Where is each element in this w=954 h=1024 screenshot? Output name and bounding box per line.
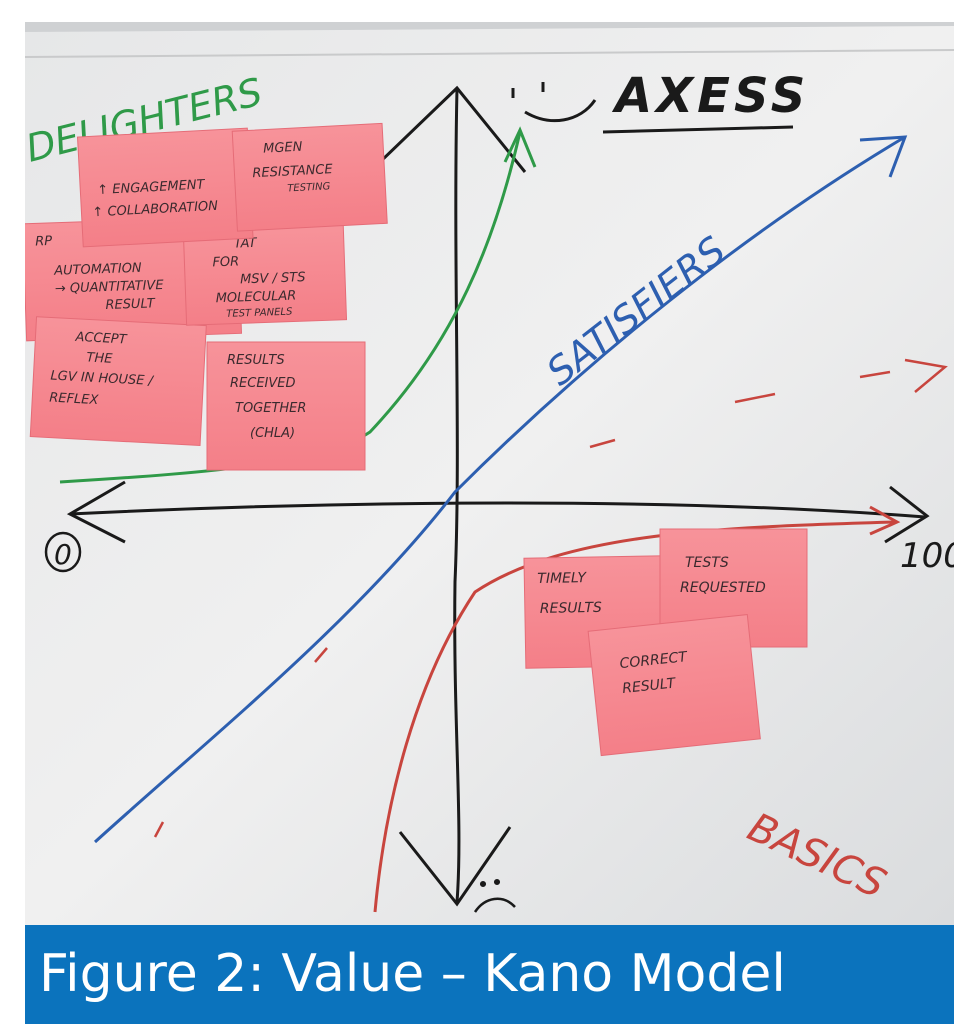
svg-text:RESULTS RECEIVED T: RESULTS RECEIVED TOGETHER (CHLA) bbox=[227, 353, 311, 441]
kano-board: AXESS DELIGHTERS SATISFIERS BASICS 0 100… bbox=[25, 22, 954, 925]
delighters-arrow bbox=[503, 126, 537, 168]
red-dash-6 bbox=[153, 821, 165, 838]
svg-text:TIMELY RESULTS: TIMELY RESULTS bbox=[537, 570, 602, 617]
svg-text:TESTS REQUESTED: TESTS REQUESTED bbox=[680, 555, 766, 596]
red-dash-4 bbox=[589, 438, 616, 449]
board-title: AXESS bbox=[611, 68, 809, 124]
x-axis-line bbox=[69, 501, 926, 519]
svg-text:MGEN RESISTANCE TE: MGEN RESISTANCE TESTING bbox=[251, 138, 338, 196]
basics-curve bbox=[373, 520, 896, 913]
smiley-face-icon bbox=[511, 82, 597, 123]
y-axis-line bbox=[453, 87, 461, 903]
red-dash-2 bbox=[859, 370, 891, 379]
svg-text:ACCEPT THE LGV IN: ACCEPT THE LGV IN HOUSE / REFLEX bbox=[49, 329, 160, 411]
figure-caption: Figure 2: Value – Kano Model bbox=[39, 944, 786, 1004]
caption-bar: Figure 2: Value – Kano Model bbox=[25, 925, 954, 1024]
x-axis-arrow-right bbox=[884, 485, 930, 544]
sticky-note-mgen: MGEN RESISTANCE TESTING bbox=[231, 122, 388, 232]
red-dash-5 bbox=[314, 647, 328, 663]
svg-text:RP AUTOMATION → QU: RP AUTOMATION → QUANTITATIVE RESULT bbox=[35, 230, 169, 316]
zero-label: 0 bbox=[44, 531, 82, 573]
svg-text:↑ ENGAGEMENT ↑ COLLABORA: ↑ ENGAGEMENT ↑ COLLABORATION bbox=[91, 177, 219, 221]
satisfiers-line bbox=[93, 135, 906, 844]
y-axis-arrow-top bbox=[378, 85, 527, 173]
hundred-percent-label: 100% bbox=[900, 536, 954, 576]
basics-arrow bbox=[869, 505, 901, 536]
sticky-note-engagement: ↑ ENGAGEMENT ↑ COLLABORATION bbox=[76, 127, 254, 248]
red-dash-3 bbox=[734, 392, 776, 404]
paper-fold-line bbox=[25, 49, 954, 58]
red-dash-1 bbox=[904, 358, 948, 393]
title-underline bbox=[602, 125, 794, 134]
svg-text:0: 0 bbox=[54, 538, 72, 571]
y-axis-arrow-bottom bbox=[398, 826, 512, 907]
satisfiers-arrow bbox=[859, 135, 908, 178]
delighters-curve bbox=[59, 131, 522, 484]
x-axis-arrow-left bbox=[66, 480, 126, 544]
svg-text:CORRECT RESULT: CORRECT RESULT bbox=[619, 649, 695, 697]
sticky-note-together: RESULTS RECEIVED TOGETHER (CHLA) bbox=[206, 341, 366, 471]
sticky-note-reflex: ACCEPT THE LGV IN HOUSE / REFLEX bbox=[29, 316, 207, 447]
sticky-note-correct: CORRECT RESULT bbox=[587, 613, 761, 757]
sticky-note-tat: TAT FOR MSV / STS MOLECULAR TEST PANELS bbox=[182, 224, 348, 326]
frown-face-icon bbox=[473, 878, 516, 913]
svg-text:TAT FOR MSV / STS: TAT FOR MSV / STS MOLECULAR TEST PANELS bbox=[212, 234, 311, 320]
flipchart-photo: AXESS DELIGHTERS SATISFIERS BASICS 0 100… bbox=[25, 22, 954, 925]
